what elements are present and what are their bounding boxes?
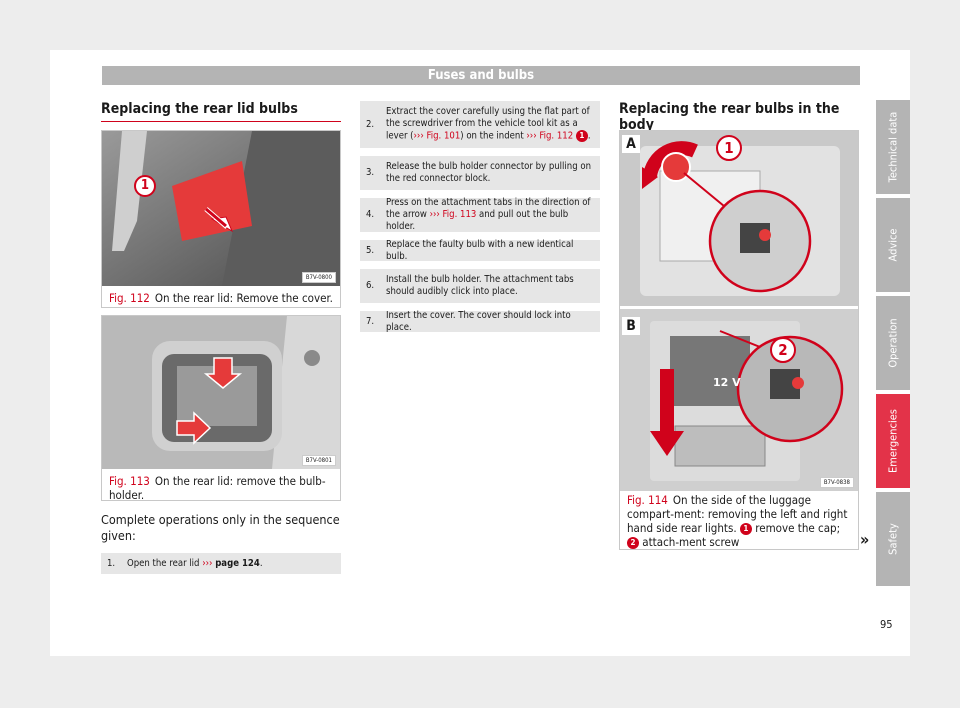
step-3: 3. Release the bulb holder connector by … [360,156,600,190]
page-number: 95 [880,618,893,631]
figure-caption-text: On the rear lid: remove the bulb-holder. [109,474,326,502]
step-number: 3. [366,167,375,178]
marker-1: 1 [739,522,752,535]
figure-caption-text: On the rear lid: Remove the cover. [154,291,333,305]
ref-arrow: ››› [413,130,424,142]
chapter-header: Fuses and bulbs [102,66,860,85]
marker-2: 2 [770,337,796,363]
step-list-left: 1. Open the rear lid ››› page 124. [101,553,341,582]
step-text: Replace the faulty bulb with a new ident… [386,238,574,262]
step-number: 7. [366,315,375,327]
fig-link[interactable]: Fig. 101 [426,130,461,142]
tab-operation[interactable]: Operation [876,296,910,390]
tab-emergencies[interactable]: Emergencies [876,394,910,488]
ref-arrow: ››› [526,130,537,142]
luggage-compartment-photo: 12 V A B 1 2 B7V-0838 [620,131,858,491]
rear-lid-cover-photo: 1 B7V-0800 [102,131,340,286]
step-text: Install the bulb holder. The attachment … [386,274,574,297]
intro-text: Complete operations only in the sequence… [101,512,340,543]
fig-link[interactable]: Fig. 112 [539,130,574,142]
step-2: 2. Extract the cover carefully using the… [360,101,600,148]
step-text: Insert the cover. The cover should lock … [386,309,571,333]
step-number: 6. [366,280,375,291]
figure-label: Fig. 113 [109,474,150,488]
step-5: 5. Replace the faulty bulb with a new id… [360,239,600,262]
step-number: 5. [366,244,375,256]
marker-1: 1 [716,135,742,161]
step-list-middle: 2. Extract the cover carefully using the… [360,101,600,340]
marker-2: 2 [627,536,639,549]
step-text: Open the rear lid ››› page 124. [127,557,263,569]
bulb-holder-photo: B7V-0801 [102,316,340,469]
step-7: 7. Insert the cover. The cover should lo… [360,310,600,333]
tab-technical-data[interactable]: Technical data [876,100,910,194]
tab-advice[interactable]: Advice [876,198,910,292]
marker-1: 1 [575,130,588,143]
figure-label: Fig. 114 [627,493,668,507]
ref-arrow: ››› [202,557,213,569]
figure-caption: Fig. 112 On the rear lid: Remove the cove… [109,291,333,305]
panel-b-label: B [622,317,640,335]
step-1: 1. Open the rear lid ››› page 124. [101,553,341,574]
page-link[interactable]: page 124 [215,557,260,569]
section-title-rear-lid: Replacing the rear lid bulbs [101,101,341,122]
figure-code: B7V-0801 [301,455,336,466]
step-text: Press on the attachment tabs in the dire… [386,197,591,232]
panel-a-label: A [622,135,640,153]
step-text: Extract the cover carefully using the fl… [386,106,591,143]
step-number: 4. [366,209,375,220]
step-number: 2. [366,118,375,130]
label-12v: 12 V [713,376,741,389]
step-6: 6. Install the bulb holder. The attachme… [360,269,600,303]
continue-mark: » [860,530,870,549]
ref-arrow: ››› [429,209,440,220]
fig-link[interactable]: Fig. 113 [442,209,477,220]
step-number: 1. [107,557,116,569]
figure-112: 1 B7V-0800 Fig. 112 On the rear lid: Remo… [101,130,341,308]
step-4: 4. Press on the attachment tabs in the d… [360,197,600,232]
marker-1: 1 [134,175,156,197]
figure-label: Fig. 112 [109,291,150,305]
figure-code: B7V-0838 [819,477,854,488]
step-text: Release the bulb holder connector by pul… [386,161,592,184]
tab-safety[interactable]: Safety [876,492,910,586]
figure-code: B7V-0800 [301,272,336,283]
